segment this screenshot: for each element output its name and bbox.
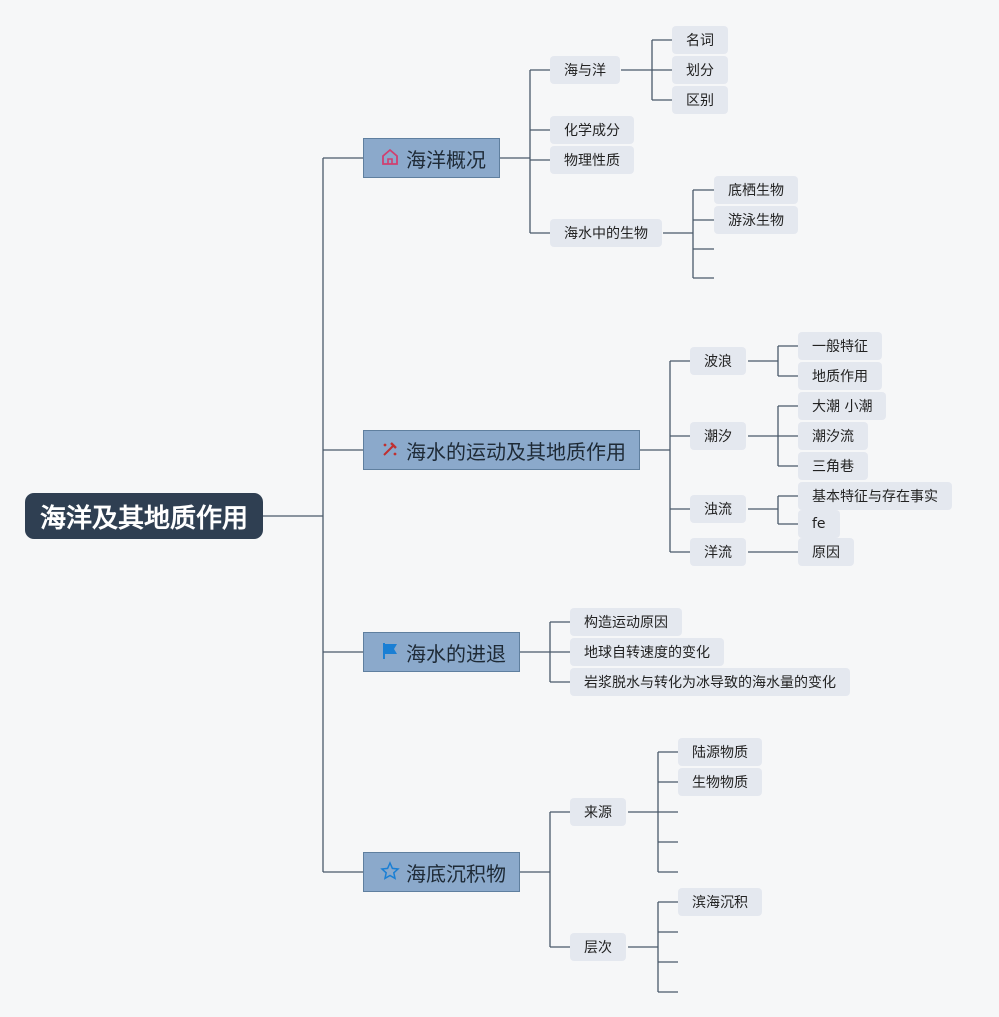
topic-label: 海水的进退 bbox=[406, 641, 506, 666]
subtopic-chemical-composition[interactable]: 化学成分 bbox=[550, 116, 634, 144]
subtopic-tidal-current[interactable]: 潮汐流 bbox=[798, 422, 868, 450]
subtopic-layers[interactable]: 层次 bbox=[570, 933, 626, 961]
subtopic-sea-and-ocean[interactable]: 海与洋 bbox=[550, 56, 620, 84]
house-icon bbox=[380, 147, 402, 169]
subtopic-term[interactable]: 名词 bbox=[672, 26, 728, 54]
topic-label: 海水的运动及其地质作用 bbox=[406, 439, 626, 464]
subtopic-tides[interactable]: 潮汐 bbox=[690, 422, 746, 450]
topic-seawater-motion[interactable]: 海水的运动及其地质作用 bbox=[363, 430, 640, 470]
subtopic-waves[interactable]: 波浪 bbox=[690, 347, 746, 375]
subtopic-general-features[interactable]: 一般特征 bbox=[798, 332, 882, 360]
subtopic-turbidity-current[interactable]: 浊流 bbox=[690, 495, 746, 523]
flag-icon bbox=[380, 641, 402, 663]
subtopic-earth-rotation-change[interactable]: 地球自转速度的变化 bbox=[570, 638, 724, 666]
subtopic-delta[interactable]: 三角巷 bbox=[798, 452, 868, 480]
subtopic-basic-features-facts[interactable]: 基本特征与存在事实 bbox=[798, 482, 952, 510]
subtopic-terrigenous-material[interactable]: 陆源物质 bbox=[678, 738, 762, 766]
subtopic-littoral-sediment[interactable]: 滨海沉积 bbox=[678, 888, 762, 916]
subtopic-geological-action[interactable]: 地质作用 bbox=[798, 362, 882, 390]
topic-sea-advance-retreat[interactable]: 海水的进退 bbox=[363, 632, 520, 672]
subtopic-magma-ice-volume-change[interactable]: 岩浆脱水与转化为冰导致的海水量的变化 bbox=[570, 668, 850, 696]
subtopic-cause[interactable]: 原因 bbox=[798, 538, 854, 566]
topic-ocean-overview[interactable]: 海洋概况 bbox=[363, 138, 500, 178]
hammer-pick-icon bbox=[380, 439, 402, 461]
subtopic-source[interactable]: 来源 bbox=[570, 798, 626, 826]
subtopic-tectonic-cause[interactable]: 构造运动原因 bbox=[570, 608, 682, 636]
subtopic-fe[interactable]: fe bbox=[798, 510, 840, 538]
subtopic-spring-neap-tide[interactable]: 大潮 小潮 bbox=[798, 392, 887, 420]
topic-seafloor-sediment[interactable]: 海底沉积物 bbox=[363, 852, 520, 892]
subtopic-ocean-current[interactable]: 洋流 bbox=[690, 538, 746, 566]
star-icon bbox=[380, 861, 402, 883]
subtopic-physical-properties[interactable]: 物理性质 bbox=[550, 146, 634, 174]
topic-label: 海洋概况 bbox=[406, 147, 486, 172]
subtopic-difference[interactable]: 区别 bbox=[672, 86, 728, 114]
topic-label: 海底沉积物 bbox=[406, 861, 506, 886]
subtopic-marine-life[interactable]: 海水中的生物 bbox=[550, 219, 662, 247]
root-topic[interactable]: 海洋及其地质作用 bbox=[25, 493, 263, 539]
subtopic-biogenic-material[interactable]: 生物物质 bbox=[678, 768, 762, 796]
subtopic-benthos[interactable]: 底栖生物 bbox=[714, 176, 798, 204]
subtopic-division[interactable]: 划分 bbox=[672, 56, 728, 84]
subtopic-nekton[interactable]: 游泳生物 bbox=[714, 206, 798, 234]
